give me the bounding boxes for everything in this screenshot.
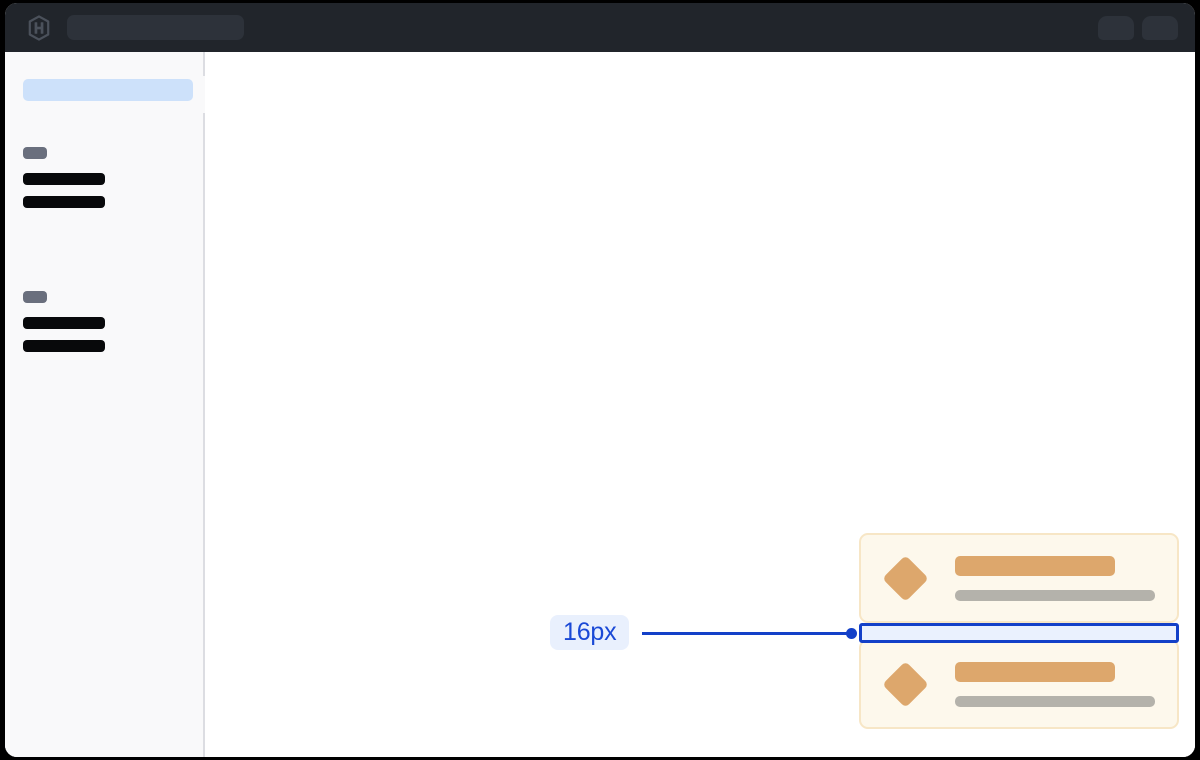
card-text-column bbox=[955, 661, 1155, 707]
sidebar-item-selected[interactable] bbox=[23, 79, 193, 101]
gap-highlight-region bbox=[859, 623, 1179, 643]
gap-measurement-label: 16px bbox=[550, 615, 630, 650]
diamond-icon bbox=[882, 554, 929, 602]
sidebar-item-2-2[interactable] bbox=[23, 340, 105, 352]
main-canvas: 16px bbox=[205, 52, 1195, 757]
sidebar-group-2 bbox=[23, 291, 105, 352]
body-area: 16px bbox=[5, 52, 1195, 757]
sidebar-group-2-label bbox=[23, 291, 47, 303]
sidebar-divider bbox=[203, 52, 205, 757]
sidebar-item-1-2[interactable] bbox=[23, 196, 105, 208]
card-subtitle bbox=[955, 589, 1155, 601]
sidebar-group-1 bbox=[23, 147, 105, 208]
top-chip-1[interactable] bbox=[1098, 15, 1134, 40]
top-bar bbox=[5, 3, 1195, 52]
sidebar-group-1-label bbox=[23, 147, 47, 159]
app-window: 16px bbox=[5, 3, 1195, 757]
card-stack bbox=[859, 533, 1179, 729]
gap-anchor-dot-icon bbox=[846, 628, 857, 639]
sidebar-item-2-1[interactable] bbox=[23, 317, 105, 329]
card-title bbox=[955, 661, 1115, 682]
card-title bbox=[955, 555, 1115, 576]
item-card[interactable] bbox=[859, 533, 1179, 623]
gap-leader-line bbox=[642, 632, 850, 635]
item-card[interactable] bbox=[859, 639, 1179, 729]
top-chip-2[interactable] bbox=[1142, 15, 1178, 40]
search-input[interactable] bbox=[67, 15, 244, 40]
hashicorp-logo-icon[interactable] bbox=[26, 14, 52, 41]
sidebar-item-1-1[interactable] bbox=[23, 173, 105, 185]
card-subtitle bbox=[955, 695, 1155, 707]
sidebar bbox=[5, 52, 203, 757]
top-bar-right-controls bbox=[1098, 15, 1178, 40]
diamond-icon bbox=[882, 660, 929, 708]
card-text-column bbox=[955, 555, 1155, 601]
